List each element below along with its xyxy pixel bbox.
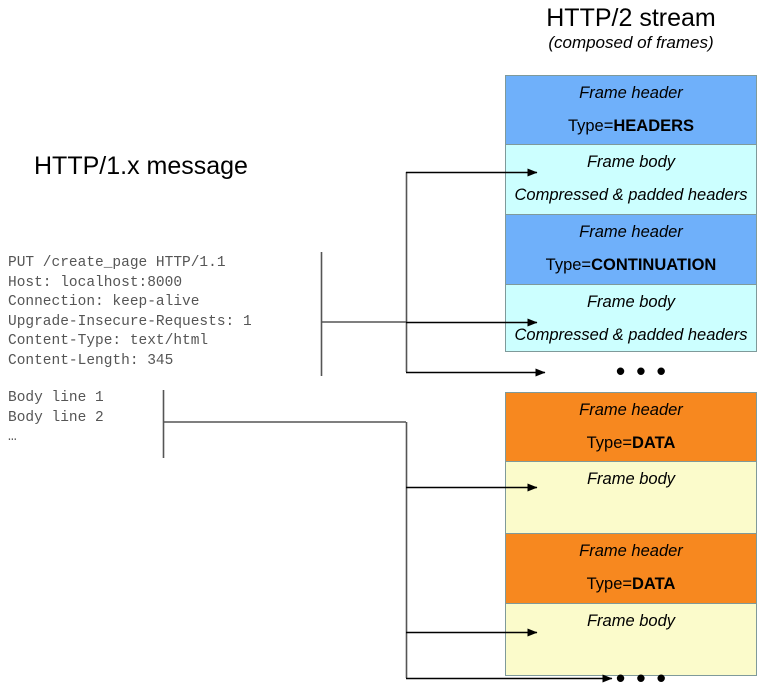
frame-body-label: Frame body xyxy=(586,470,676,488)
frame-header-cell-continuation: Frame header Type=CONTINUATION xyxy=(505,215,757,285)
http1-headers-text: PUT /create_page HTTP/1.1 Host: localhos… xyxy=(8,255,252,369)
headers-frame-stack: Frame header Type=HEADERS Frame body Com… xyxy=(505,75,757,352)
frame-body-cell-headers: Frame body Compressed & padded headers xyxy=(505,145,757,215)
frame-body-cell-data-2: Frame body xyxy=(505,604,757,676)
frame-type-value: CONTINUATION xyxy=(591,256,717,274)
frame-type-label: Type=DATA xyxy=(506,434,756,453)
frame-type-value: HEADERS xyxy=(613,117,695,135)
stream-title: HTTP/2 stream xyxy=(546,4,716,32)
frame-type-label: Type=DATA xyxy=(506,575,756,594)
frame-body-cell-data-1: Frame body xyxy=(505,462,757,534)
data-frame-stack: Frame header Type=DATA Frame body Frame … xyxy=(505,392,757,676)
frame-type-prefix: Type= xyxy=(586,575,633,593)
stream-subtitle: (composed of frames) xyxy=(548,33,714,52)
frame-type-label: Type=CONTINUATION xyxy=(506,256,756,275)
frame-header-label: Frame header xyxy=(579,84,683,102)
frame-header-label: Frame header xyxy=(579,401,683,419)
frame-body-detail: Compressed & padded headers xyxy=(514,186,748,204)
frame-body-label: Frame body xyxy=(586,153,676,171)
frame-body-label: Frame body xyxy=(586,293,676,311)
frame-type-value: DATA xyxy=(632,575,676,593)
frame-body-detail: Compressed & padded headers xyxy=(514,326,748,344)
headers-stack-ellipsis: • • • xyxy=(616,356,668,386)
frame-header-cell-headers: Frame header Type=HEADERS xyxy=(505,75,757,145)
frame-type-prefix: Type= xyxy=(567,117,614,135)
frame-type-label: Type=HEADERS xyxy=(506,117,756,136)
http1-body-text: Body line 1 Body line 2 … xyxy=(8,390,104,445)
frame-type-value: DATA xyxy=(632,434,676,452)
frame-header-cell-data-2: Frame header Type=DATA xyxy=(505,534,757,604)
frame-type-prefix: Type= xyxy=(545,256,592,274)
frame-header-label: Frame header xyxy=(579,542,683,560)
frame-header-label: Frame header xyxy=(579,223,683,241)
http1-message-title: HTTP/1.x message xyxy=(34,152,248,180)
frame-body-cell-continuation: Frame body Compressed & padded headers xyxy=(505,285,757,352)
data-stack-ellipsis: • • • xyxy=(616,663,668,690)
frame-header-cell-data-1: Frame header Type=DATA xyxy=(505,392,757,462)
frame-type-prefix: Type= xyxy=(586,434,633,452)
frame-body-label: Frame body xyxy=(586,612,676,630)
